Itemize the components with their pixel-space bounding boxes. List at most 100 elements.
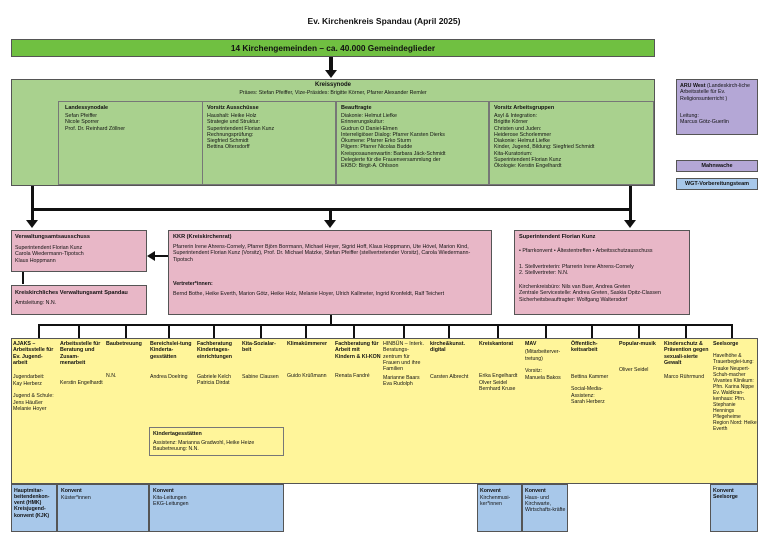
- kreissynode-box: Kreissynode Präses: Stefan Pfeiffer, Viz…: [11, 79, 655, 186]
- dept-title: kirche&kunst. digital: [430, 341, 466, 354]
- connector: [545, 324, 547, 338]
- dept-content: Andrea Doelring: [150, 374, 188, 381]
- connector: [38, 324, 732, 326]
- konvent-hmk: Hauptmitar-beitendenkon-vent (HMK) Kreis…: [11, 484, 57, 532]
- dept-title: Öffentlich-keitsarbeit: [571, 341, 598, 354]
- mahnwache-label: Mahnwache: [701, 163, 733, 169]
- kreissynode-subtitle: Präses: Stefan Pfeiffer, Vize-Präsides: …: [239, 90, 427, 96]
- aru-west-box: ARU West (Landeskirch-liche Arbeitsstell…: [676, 79, 758, 135]
- arrow-down-icon: [624, 220, 636, 228]
- verwaltungsamt-box: Kreiskirchliches Verwaltungsamt Spandau …: [11, 285, 147, 315]
- dept-title: Fachberatung Kindertages-einrichtungen: [197, 341, 233, 360]
- kva-body: Amtsleitung: N.N.: [15, 300, 57, 306]
- page-title: Ev. Kirchenkreis Spandau (April 2025): [307, 16, 461, 26]
- konvent-title: Hauptmitar-beitendenkon-vent (HMK) Kreis…: [14, 488, 50, 519]
- dept-content: Gabriele Kelch Patricia Dirdat: [197, 374, 232, 387]
- aru-text: ARU West (Landeskirch-liche Arbeitsstell…: [680, 83, 756, 102]
- synode-col-arbeitsgruppen: Vorsitz Arbeitsgruppen Asyl & Integratio…: [489, 101, 654, 185]
- superintendent-box: Superintendent Florian Kunz • Pfarrkonve…: [514, 230, 690, 315]
- connector: [78, 324, 80, 338]
- dept-baubetreuung: Baubetreuung N.N.: [106, 341, 148, 380]
- connector: [629, 186, 632, 222]
- kkr-vertreter-title: Vertreter*innen:: [173, 281, 213, 287]
- dept-content: Jugendarbeit: Kay Herberz Jugend & Schul…: [13, 374, 54, 413]
- konvent-title: Konvent: [480, 488, 501, 494]
- kindertagesstaetten-box: Kindertagesstätten Assistenz: Marianna G…: [149, 427, 284, 456]
- verwaltung-title: Verwaltungsamtsausschuss: [15, 234, 90, 240]
- dept-fachberatung-kita: Fachberatung Kindertages-einrichtungen G…: [197, 341, 240, 387]
- kita-body: Assistenz: Marianna Gradwohl, Heike Heiz…: [153, 440, 255, 453]
- connector: [591, 324, 593, 338]
- connector: [125, 324, 127, 338]
- konvent-seelsorge: Konvent Seelsorge: [710, 484, 758, 532]
- wgt-label: WGT-Vorbereitungsteam: [684, 181, 750, 187]
- synode-col-beauftragte: Beauftragte Diakonie: Helmut Liefke Erin…: [336, 101, 489, 185]
- dept-title: Kreiskantorat: [479, 341, 514, 347]
- wgt-box: WGT-Vorbereitungsteam: [676, 178, 758, 190]
- connector: [260, 324, 262, 338]
- dept-ajaks: AJAKS – Arbeitsstelle für Ev. Jugend-arb…: [13, 341, 57, 412]
- dept-content: Kerstin Engelhardt: [60, 380, 103, 387]
- konvent-title: Konvent: [61, 488, 82, 494]
- dept-content: Renata Fandré: [335, 373, 370, 380]
- aru-desc: (Landeskirch-liche Arbeitsstelle für Ev.…: [680, 83, 750, 102]
- dept-kirche-kunst: kirche&kunst. digital Carsten Albrecht: [430, 341, 475, 380]
- arrow-down-icon: [325, 70, 337, 78]
- connector: [31, 186, 34, 210]
- dept-beratung: Arbeitsstelle für Beratung und Zusam-men…: [60, 341, 104, 387]
- konvent-kirchenmusik: Konvent Kirchenmusi-ker*innen: [477, 484, 522, 532]
- synode-col-title: Vorsitz Ausschüsse: [207, 105, 259, 111]
- synode-col-ausschuesse: Vorsitz Ausschüsse Haushalt: Heike Holz …: [202, 101, 336, 185]
- dept-title: Klimakümmerer: [287, 341, 328, 347]
- konvent-title: Konvent: [525, 488, 546, 494]
- dept-content: Guido Krüßmann: [287, 373, 327, 380]
- synode-col-title: Vorsitz Arbeitsgruppen: [494, 105, 555, 111]
- verwaltungsamtsausschuss-box: Verwaltungsamtsausschuss Superintendent …: [11, 230, 147, 272]
- connector: [22, 272, 24, 284]
- dept-content: Carsten Albrecht: [430, 373, 469, 380]
- arrow-down-icon: [324, 220, 336, 228]
- connector: [448, 324, 450, 338]
- connector: [638, 324, 640, 338]
- dept-content: Oliver Seidel: [619, 367, 649, 374]
- dept-content: Marianne Baars Eva Rudolph: [383, 374, 420, 388]
- konvent-kuester: Konvent Küster*innen: [57, 484, 149, 532]
- connector: [213, 324, 215, 338]
- connector: [330, 315, 332, 325]
- dept-content: Marco Rührmund: [664, 374, 705, 381]
- dept-kikon: Fachberatung für Arbeit mit Kindern & KI…: [335, 341, 381, 379]
- dept-kinderschutz: Kinderschutz & Prävention gegen sexuali-…: [664, 341, 710, 381]
- dept-title: Arbeitsstelle für Beratung und Zusam-men…: [60, 341, 101, 367]
- connector: [329, 210, 332, 222]
- arrow-shaft: [329, 57, 333, 71]
- dept-content: Sabine Clausen: [242, 373, 279, 380]
- dept-title: Bereichslei-tung Kinderta-gesstätten: [150, 341, 192, 360]
- dept-content: (Mitarbeiterver-tretung) Vorsitz: Manuel…: [525, 349, 561, 381]
- connector: [685, 324, 687, 338]
- konvent-hauswarte: Konvent Haus- und Kirchwarte, Wirtschaft…: [522, 484, 568, 532]
- konvent-kita: Konvent Kita-Leitungen EKG-Leitungen: [149, 484, 284, 532]
- dept-content: Havelhöhe & Trauerbeglei-tung: Frauke Ne…: [713, 353, 757, 433]
- dept-title: Kinderschutz & Prävention gegen sexuali-…: [664, 341, 709, 367]
- connector: [497, 324, 499, 338]
- dept-title: AJAKS – Arbeitsstelle für Ev. Jugend-arb…: [13, 341, 54, 367]
- connector: [353, 324, 355, 338]
- dept-popularmusik: Popular-musik Oliver Seidel: [619, 341, 661, 374]
- kkr-box: KKR (Kreiskirchenrat) Pfarrerin Irene Ah…: [168, 230, 492, 315]
- sup-buero: Kirchenkreisbüro: Nils van Buer, Andrea …: [519, 284, 661, 303]
- gemeinden-label: 14 Kirchengemeinden – ca. 40.000 Gemeind…: [230, 43, 436, 53]
- dept-kreiskantorat: Kreiskantorat Erika Engelhardt Olver Sei…: [479, 341, 523, 392]
- dept-hinbuen: HINBÜN – Interk. Beratungs-zentrum für F…: [383, 341, 428, 387]
- synode-col-body: Sefan Pfeiffer Nicole Sporrer Prof. Dr. …: [65, 113, 126, 132]
- connector: [731, 324, 733, 338]
- dept-oeffentlichkeit: Öffentlich-keitsarbeit Bettina Kammer So…: [571, 341, 616, 405]
- synode-col-body: Haushalt: Heike Holz Strategie und Struk…: [207, 113, 275, 151]
- dept-klima: Klimakümmerer Guido Krüßmann: [287, 341, 333, 380]
- connector: [152, 255, 168, 257]
- aru-title: ARU West: [680, 83, 706, 89]
- konvent-body: Kita-Leitungen EKG-Leitungen: [153, 495, 189, 508]
- kva-title: Kreiskirchliches Verwaltungsamt Spandau: [15, 290, 128, 296]
- connector: [403, 324, 405, 338]
- kkr-vertreter: Bernd Bothe, Heike Everth, Marion Götz, …: [173, 291, 445, 297]
- connector: [38, 324, 40, 338]
